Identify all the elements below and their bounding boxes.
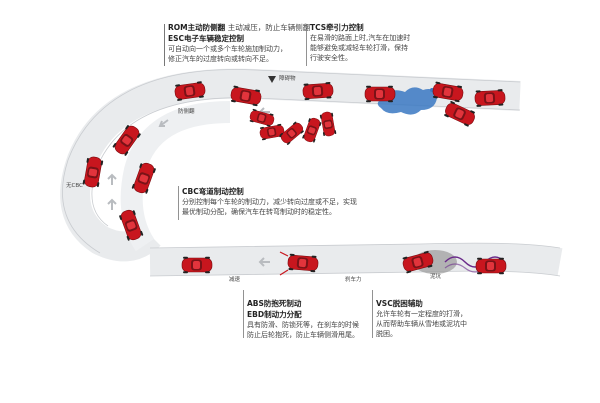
- tcs-callout: TCS牵引力控制 在易滑的路面上时,汽车在加速时 能够避免或减轻车轮打滑，保持 …: [310, 22, 410, 63]
- cbc-title: CBC弯道制动控制: [182, 187, 244, 196]
- mud-tag: 泥坑: [430, 274, 442, 280]
- braking-force-tag: 刹车力: [345, 277, 362, 283]
- tcs-desc-line-3: 行驶安全性。: [310, 54, 352, 62]
- abs-title: ABS防抱死制动: [247, 299, 302, 308]
- abs-desc-line-1: 具有防滑、防锁死等，在刹车的时候: [247, 321, 359, 329]
- car: [181, 256, 213, 274]
- vsc-callout: VSC脱困辅助 允许车轮有一定程度的打滑， 从而帮助车辆从雪地或泥坑中 脱困。: [376, 298, 467, 339]
- vsc-desc-line-1: 允许车轮有一定程度的打滑，: [376, 310, 467, 318]
- esc-desc-line-2: 修正汽车的过度转向或转向不足。: [168, 55, 273, 63]
- cbc-callout: CBC弯道制动控制 分别控制每个车轮的制动力，减少转向过度或不足，实现 最优制动…: [182, 186, 357, 217]
- abs-desc-line-2: 防止后轮抱死，防止车辆侧滑甩尾。: [247, 331, 359, 339]
- tcs-desc-line-1: 在易滑的路面上时,汽车在加速时: [310, 34, 411, 42]
- brake-arrows: [279, 251, 289, 276]
- esc-title: ESC电子车辆稳定控制: [168, 34, 245, 43]
- rom-esc-callout: ROM主动防侧翻 主动减压，防止车辆侧翻 ESC电子车辆稳定控制 可自动向一个或…: [168, 22, 310, 64]
- abs-ebd-callout: ABS防抱死制动 EBD制动力分配 具有防滑、防锁死等，在刹车的时候 防止后轮抱…: [247, 298, 359, 340]
- vsc-desc-line-3: 脱困。: [376, 330, 397, 338]
- tcs-desc-line-2: 能够避免或减轻车轮打滑，保持: [310, 44, 408, 52]
- cbc-desc-line-1: 分别控制每个车轮的制动力，减少转向过度或不足，实现: [182, 198, 357, 206]
- tcs-title: TCS牵引力控制: [310, 23, 364, 32]
- vsc-desc-line-2: 从而帮助车辆从雪地或泥坑中: [376, 320, 467, 328]
- rom-subtitle: 主动减压，防止车辆侧翻: [227, 23, 311, 32]
- car: [301, 81, 335, 101]
- obstacle-tag: 障碍物: [279, 76, 296, 82]
- cbc-desc-line-2: 最优制动分配，确保汽车在转弯制动时的稳定性。: [182, 208, 336, 216]
- obstacle-marker: [268, 76, 276, 83]
- car: [475, 257, 507, 275]
- ebd-title: EBD制动力分配: [247, 310, 302, 319]
- no-cbc-tag: 无CBC: [66, 183, 83, 189]
- car: [301, 116, 323, 144]
- slowdown-tag: 减速: [229, 277, 241, 283]
- car: [364, 85, 396, 103]
- car: [319, 110, 337, 138]
- rom-title: ROM主动防侧翻: [168, 23, 226, 32]
- vsc-title: VSC脱困辅助: [376, 299, 423, 308]
- esc-desc-line-1: 可自动向一个或多个车轮施加制动力，: [168, 45, 287, 53]
- car: [474, 88, 506, 108]
- car: [286, 253, 320, 273]
- rollover-tag: 防侧翻: [178, 109, 195, 115]
